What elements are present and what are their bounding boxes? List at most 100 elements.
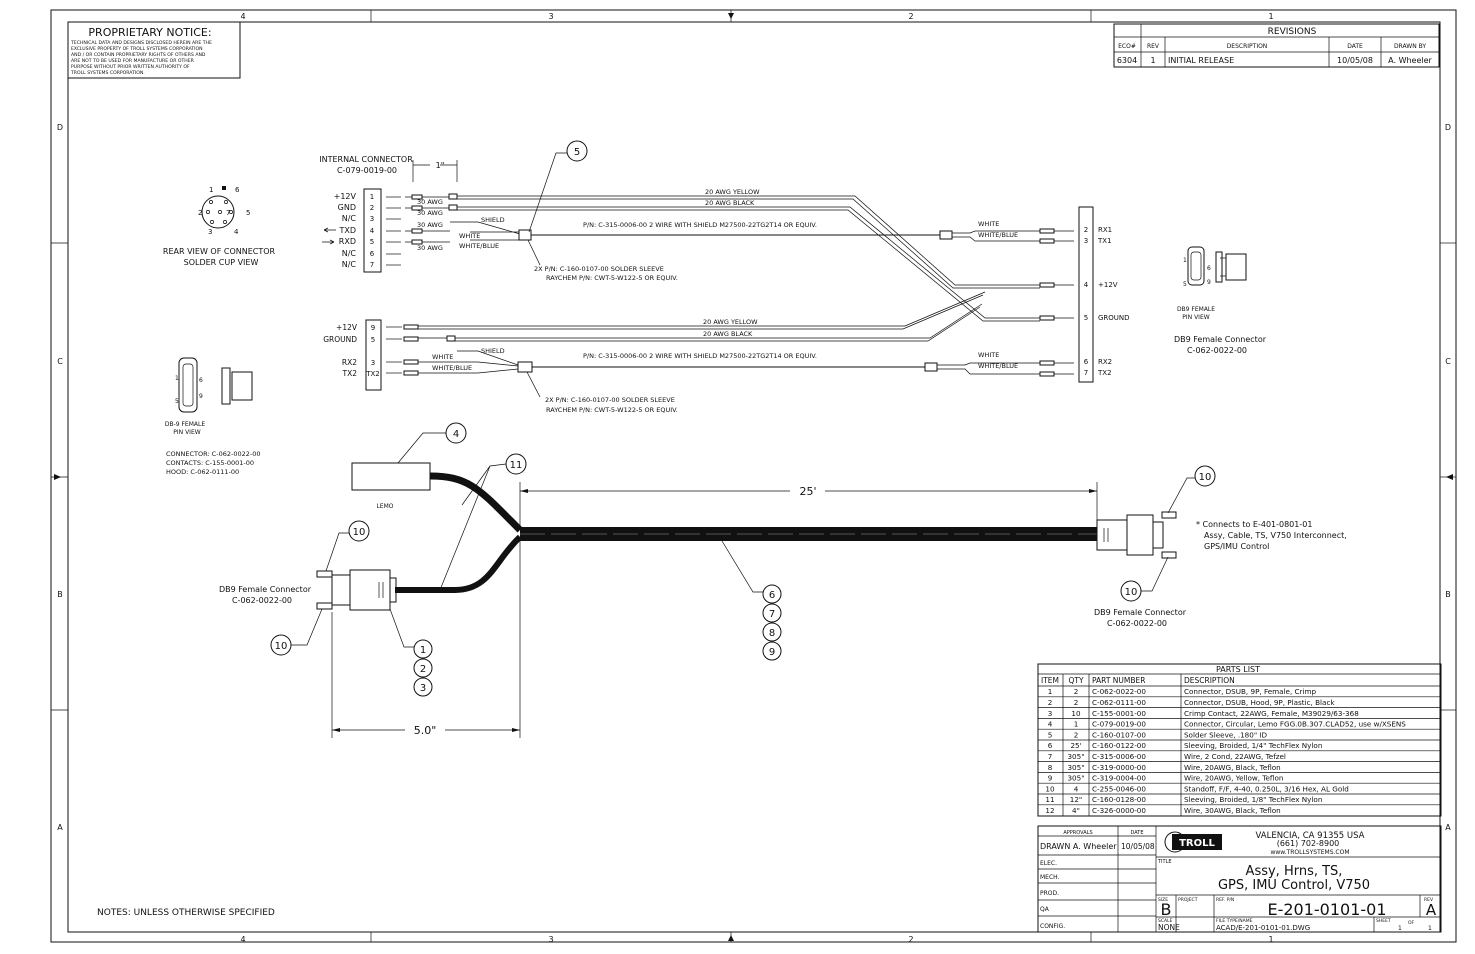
- db9l-pin-9: 9: [199, 393, 203, 400]
- tb-title-1: Assy, Hrns, TS,: [1246, 864, 1343, 879]
- tb-date-hdr: DATE: [1130, 830, 1143, 836]
- txd-arrow-icon: [323, 227, 336, 233]
- rv-pin-1: 1: [209, 186, 213, 194]
- whiteblue-label-2: WHITE/BLUE: [432, 364, 472, 372]
- rev-desc: INITIAL RELEASE: [1168, 56, 1234, 65]
- db9r-caption-2: PIN VIEW: [1182, 314, 1209, 321]
- db9-left-pin-view: 1 6 5 9 DB-9 FEMALE PIN VIEW CONNECTOR: …: [165, 357, 260, 476]
- parts-list: PARTS LIST ITEM QTY PART NUMBER DESCRIPT…: [1037, 663, 1442, 817]
- ll-pin-name-12v: +12V: [336, 323, 358, 332]
- table-cell: Wire, 30AWG, Black, Teflon: [1184, 806, 1281, 815]
- proprietary-title: PROPRIETARY NOTICE:: [88, 26, 211, 39]
- ll-pin-num-2: TX2: [365, 370, 380, 378]
- rev-rev: 1: [1150, 56, 1155, 65]
- balloon-2: 2: [420, 664, 426, 675]
- table-cell: 2: [1074, 687, 1079, 696]
- table-cell: Connector, Circular, Lemo FGG.0B.307.CLA…: [1184, 720, 1406, 729]
- zone-top-4: 4: [240, 12, 245, 21]
- db9l-pin-1: 1: [175, 375, 179, 382]
- table-cell: 12: [1045, 806, 1054, 815]
- table-cell: C-160-0122-00: [1092, 741, 1146, 750]
- table-cell: C-255-0046-00: [1092, 784, 1146, 793]
- table-cell: 2: [1074, 698, 1079, 707]
- parts-list-title: PARTS LIST: [1216, 665, 1260, 674]
- table-cell: Connector, DSUB, Hood, 9P, Plastic, Blac…: [1184, 698, 1335, 707]
- db9l-info-3: HOOD: C-062-0111-00: [166, 468, 239, 476]
- ic-pin-num-5: 5: [370, 238, 374, 246]
- ic-dim-1in: 1": [436, 161, 445, 170]
- tb-prod: PROD.: [1040, 890, 1059, 897]
- table-cell: 305": [1067, 774, 1084, 783]
- balloon-10-b: 10: [275, 641, 288, 652]
- tb-refpn-lbl: REF. P/N: [1216, 897, 1234, 903]
- wire-pn-2: P/N: C-315-0006-00 2 WIRE WITH SHIELD M2…: [583, 352, 817, 360]
- rt-num-7: 7: [1084, 369, 1088, 377]
- left-conn-label-1: DB9 Female Connector: [219, 585, 312, 594]
- wire-white-r2: WHITE: [978, 351, 999, 359]
- troll-logo-icon: TROLL: [1164, 831, 1222, 853]
- ic-pin-num-3: 3: [370, 215, 374, 223]
- ic-pin-name-4: TXD: [338, 226, 356, 235]
- zone-markers: 4 3 2 1 4 3 2 1 D C B A D C B A: [51, 10, 1456, 944]
- db9l-pin-6: 6: [199, 377, 203, 384]
- table-cell: 6: [1048, 741, 1053, 750]
- tb-drawn-date: 10/05/08: [1121, 842, 1155, 851]
- pl-hdr-pn: PART NUMBER: [1092, 676, 1145, 685]
- table-cell: 2: [1048, 698, 1053, 707]
- tb-config: CONFIG.: [1040, 923, 1065, 930]
- rt-name-12v: +12V: [1098, 281, 1118, 289]
- db9l-info-1: CONNECTOR: C-062-0022-00: [166, 450, 260, 458]
- prop-line-6: TROLL SYSTEMS CORPORATION.: [70, 70, 145, 76]
- rt-num-3: 3: [1084, 237, 1088, 245]
- sleeve-note-1b: RAYCHEM P/N: CWT-5-W122-5 OR EQUIV.: [546, 274, 678, 282]
- table-cell: C-326-0000-00: [1092, 806, 1146, 815]
- table-cell: 8: [1048, 763, 1053, 772]
- table-cell: C-079-0019-00: [1092, 720, 1146, 729]
- awg-30-4: 30 AWG: [417, 244, 443, 252]
- cable-assembly: LEMO 25' DB9 Female Connector C-062-0022…: [219, 422, 1347, 738]
- zone-bot-3: 3: [548, 935, 553, 944]
- tb-sheet-b: 1: [1428, 925, 1432, 932]
- table-cell: 11: [1045, 795, 1054, 804]
- pl-hdr-item: ITEM: [1041, 676, 1059, 685]
- rev-hdr-rev: REV: [1147, 43, 1160, 50]
- ll-pin-name-tx2: TX2: [342, 369, 358, 378]
- rt-name-rx1: RX1: [1098, 226, 1112, 234]
- table-cell: Crimp Contact, 22AWG, Female, M39029/63-…: [1184, 709, 1359, 718]
- table-cell: C-160-0128-00: [1092, 795, 1146, 804]
- rev-hdr-eco: ECO#: [1118, 43, 1136, 50]
- ic-pin-labels: +12V GND N/C TXD RXD N/C N/C 1 2 3 4 5 6…: [334, 192, 375, 269]
- table-cell: C-319-0004-00: [1092, 774, 1146, 783]
- right-conn-label-1: DB9 Female Connector: [1094, 608, 1187, 617]
- balloon-10-a: 10: [353, 527, 366, 538]
- rev-drawn: A. Wheeler: [1388, 56, 1432, 65]
- table-cell: 25': [1070, 741, 1081, 750]
- rv-pin-7: 7: [226, 209, 230, 217]
- notes: NOTES: UNLESS OTHERWISE SPECIFIED: [97, 908, 275, 918]
- internal-connector: INTERNAL CONNECTOR C-079-0019-00 1" +12V…: [319, 155, 505, 273]
- tb-addr-1: VALENCIA, CA 91355 USA: [1256, 831, 1365, 841]
- ll-pin-name-rx2: RX2: [342, 358, 357, 367]
- rev-hdr-drawn: DRAWN BY: [1394, 43, 1426, 50]
- tb-mech: MECH.: [1040, 874, 1060, 881]
- rev-eco: 6304: [1117, 56, 1137, 65]
- tb-project-lbl: PROJECT: [1178, 897, 1198, 903]
- tb-drawing-no: E-201-0101-01: [1267, 900, 1386, 919]
- table-cell: 12": [1070, 795, 1082, 804]
- rt-num-2: 2: [1084, 226, 1088, 234]
- zone-left-c: C: [57, 357, 63, 366]
- zone-bot-2: 2: [908, 935, 913, 944]
- tb-size-lbl: SIZE: [1158, 897, 1168, 903]
- note-connects-1: * Connects to E-401-0801-01: [1196, 520, 1312, 529]
- db9-right-pin-view: 1 6 5 9 DB9 FEMALE PIN VIEW DB9 Female C…: [1174, 246, 1267, 355]
- db9l-caption-2: PIN VIEW: [173, 429, 200, 436]
- zone-right-a: A: [1445, 823, 1451, 832]
- table-cell: 5: [1048, 730, 1053, 739]
- table-cell: 305": [1067, 752, 1084, 761]
- ic-body: [363, 188, 382, 273]
- logo-text: TROLL: [1179, 838, 1215, 849]
- db9r-pin-1: 1: [1183, 257, 1187, 264]
- wire-white-r1: WHITE: [978, 220, 999, 228]
- tb-sheet-lbl: SHEET: [1376, 918, 1391, 924]
